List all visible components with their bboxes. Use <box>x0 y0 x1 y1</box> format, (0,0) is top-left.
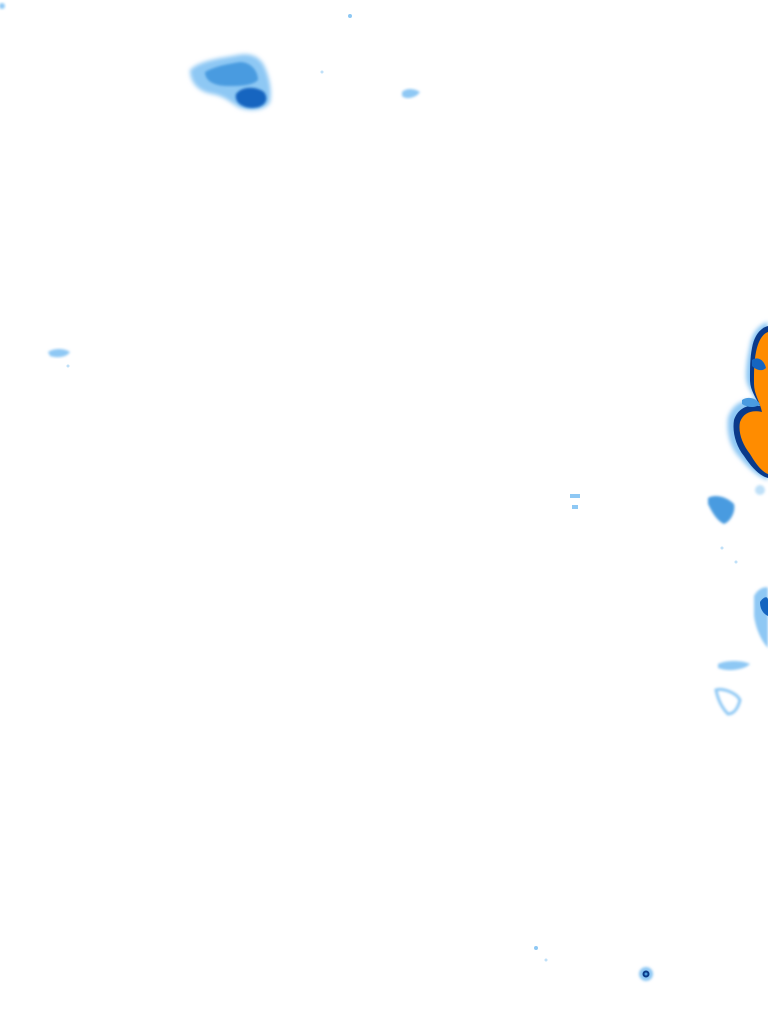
precip-specks-south <box>534 946 653 981</box>
precip-specks-central <box>570 494 580 509</box>
precip-cells-east-minor <box>708 485 768 716</box>
precip-cell-northwest <box>190 54 271 110</box>
precip-specks-north <box>0 3 420 99</box>
precip-speck-west <box>48 349 70 368</box>
storm-cell-east <box>727 322 768 480</box>
